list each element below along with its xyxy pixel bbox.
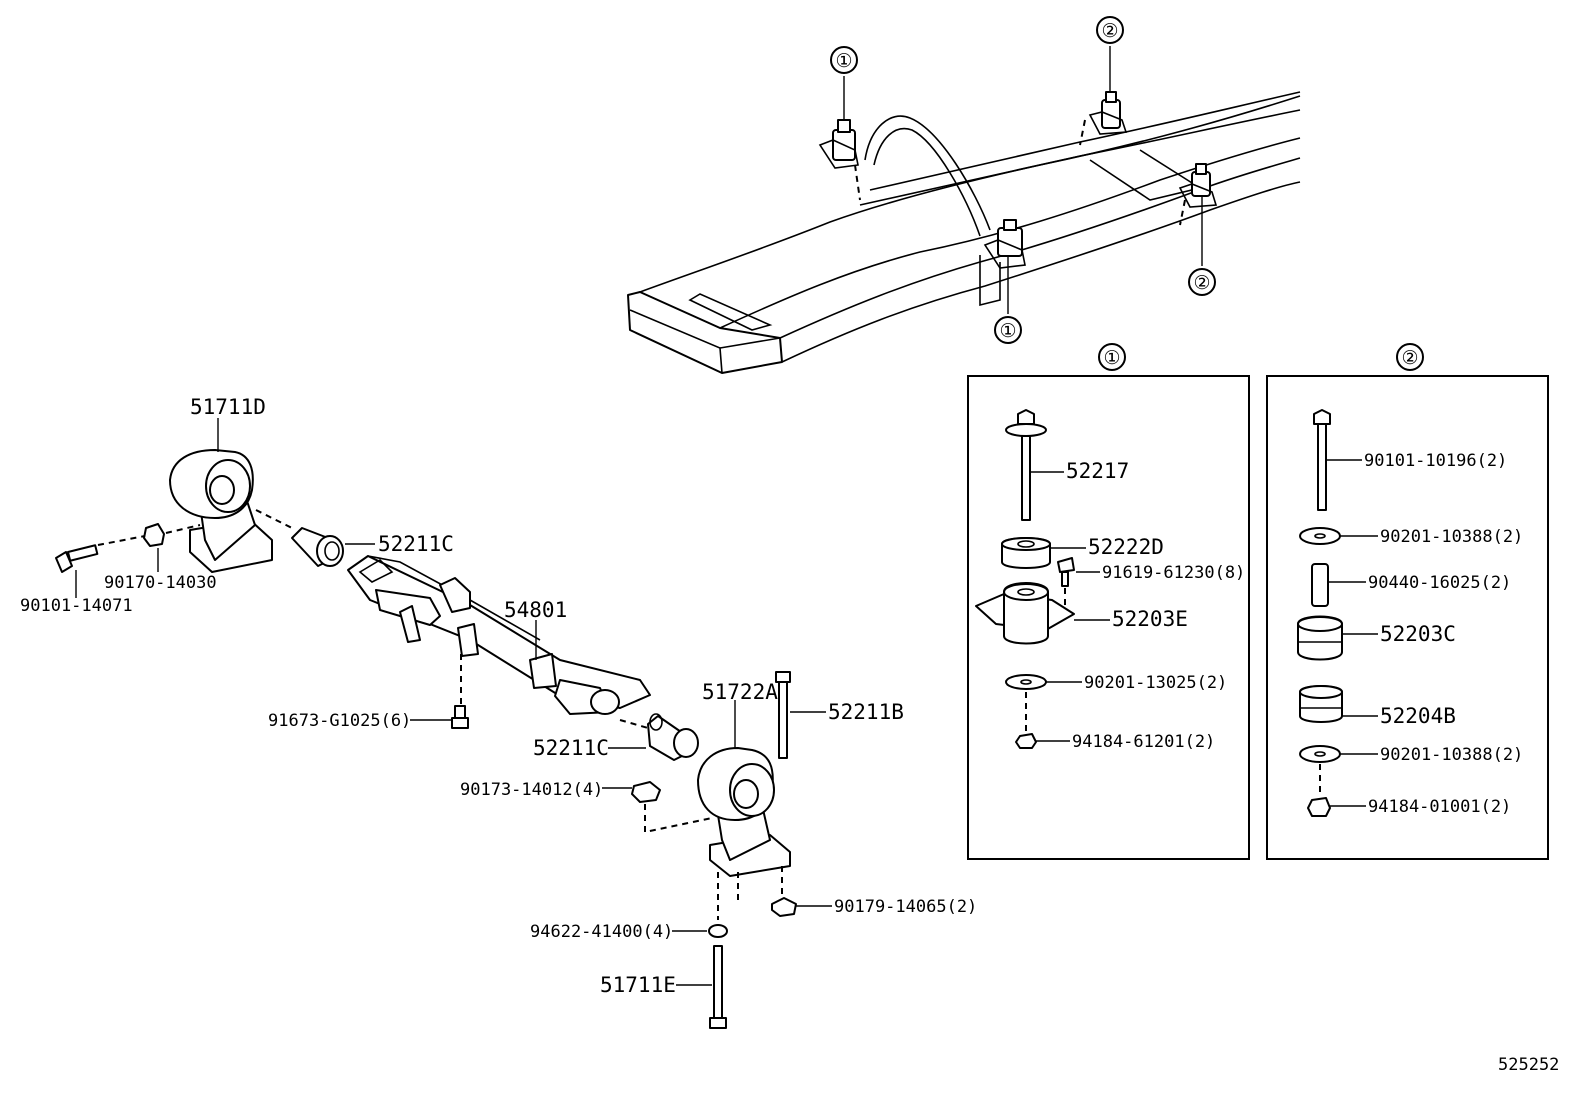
svg-text:52203C: 52203C xyxy=(1380,622,1456,646)
frame-mount-2a xyxy=(1088,91,1128,135)
figure-id: 525252 xyxy=(1498,1055,1559,1075)
frame-mount-1a xyxy=(818,119,859,169)
svg-text:①: ① xyxy=(835,50,852,72)
svg-text:52204B: 52204B xyxy=(1380,704,1456,728)
svg-text:②: ② xyxy=(1101,20,1118,42)
svg-text:90201-10388(2): 90201-10388(2) xyxy=(1380,745,1523,765)
callout-1-top: ① xyxy=(830,46,858,74)
label-90179-14065: 90179-14065(2) xyxy=(834,897,977,917)
detail-box-2: ② 90101-10196(2) 90201-10388(2) 90440-16… xyxy=(1266,343,1549,860)
bolt-90101-14071 xyxy=(55,544,99,573)
svg-text:90101-10196(2): 90101-10196(2) xyxy=(1364,451,1507,471)
label-91673-G1025: 91673-G1025(6) xyxy=(268,711,411,731)
washer-94622-41400 xyxy=(708,924,728,938)
svg-text:90201-10388(2): 90201-10388(2) xyxy=(1380,527,1523,547)
bolt-51711E xyxy=(709,945,727,1029)
label-51711D: 51711D xyxy=(190,395,266,419)
label-52211C-top: 52211C xyxy=(378,532,454,556)
label-90170-14030: 90170-14030 xyxy=(104,573,217,593)
svg-text:90440-16025(2): 90440-16025(2) xyxy=(1368,573,1511,593)
vehicle-frame xyxy=(627,46,1301,374)
mount-51711D xyxy=(169,418,273,573)
bushing-52211C-top xyxy=(291,527,344,567)
nut-90173-14012 xyxy=(631,781,661,803)
svg-text:91619-61230(8): 91619-61230(8) xyxy=(1102,563,1245,583)
svg-text:①: ① xyxy=(999,320,1016,342)
bolt-91673-G1025 xyxy=(451,705,469,729)
svg-text:90201-13025(2): 90201-13025(2) xyxy=(1084,673,1227,693)
label-54801: 54801 xyxy=(504,598,567,622)
frame-mount-2b xyxy=(1178,163,1218,208)
svg-text:52203E: 52203E xyxy=(1112,607,1188,631)
svg-text:94184-61201(2): 94184-61201(2) xyxy=(1072,732,1215,752)
bushing-52211C-bottom xyxy=(647,713,699,761)
nut-90179-14065 xyxy=(771,897,797,917)
bolt-52211B xyxy=(775,671,791,759)
callout-2-bottom: ② xyxy=(1188,268,1216,296)
detail-2-title: ② xyxy=(1401,347,1418,369)
label-51722A: 51722A xyxy=(702,680,778,704)
label-90173-14012: 90173-14012(4) xyxy=(460,780,603,800)
detail-1-title: ① xyxy=(1103,347,1120,369)
svg-text:94184-01001(2): 94184-01001(2) xyxy=(1368,797,1511,817)
label-52211B: 52211B xyxy=(828,700,904,724)
crossmember-54801 xyxy=(347,555,651,715)
callout-2-top: ② xyxy=(1096,16,1124,44)
label-51711E: 51711E xyxy=(600,973,676,997)
detail-box-1: ① 52217 52222D 91619-61230(8) 52203E 902… xyxy=(967,343,1250,860)
nut-90170-14030 xyxy=(143,523,165,547)
callout-1-bottom: ① xyxy=(994,316,1022,344)
mount-51722A xyxy=(697,747,791,877)
frame-mount-1b xyxy=(983,219,1026,269)
svg-text:52217: 52217 xyxy=(1066,459,1129,483)
svg-text:②: ② xyxy=(1193,272,1210,294)
label-52211C-bottom: 52211C xyxy=(533,736,609,760)
label-94622-41400: 94622-41400(4) xyxy=(530,922,673,942)
label-90101-14071: 90101-14071 xyxy=(20,596,133,616)
svg-text:52222D: 52222D xyxy=(1088,535,1164,559)
